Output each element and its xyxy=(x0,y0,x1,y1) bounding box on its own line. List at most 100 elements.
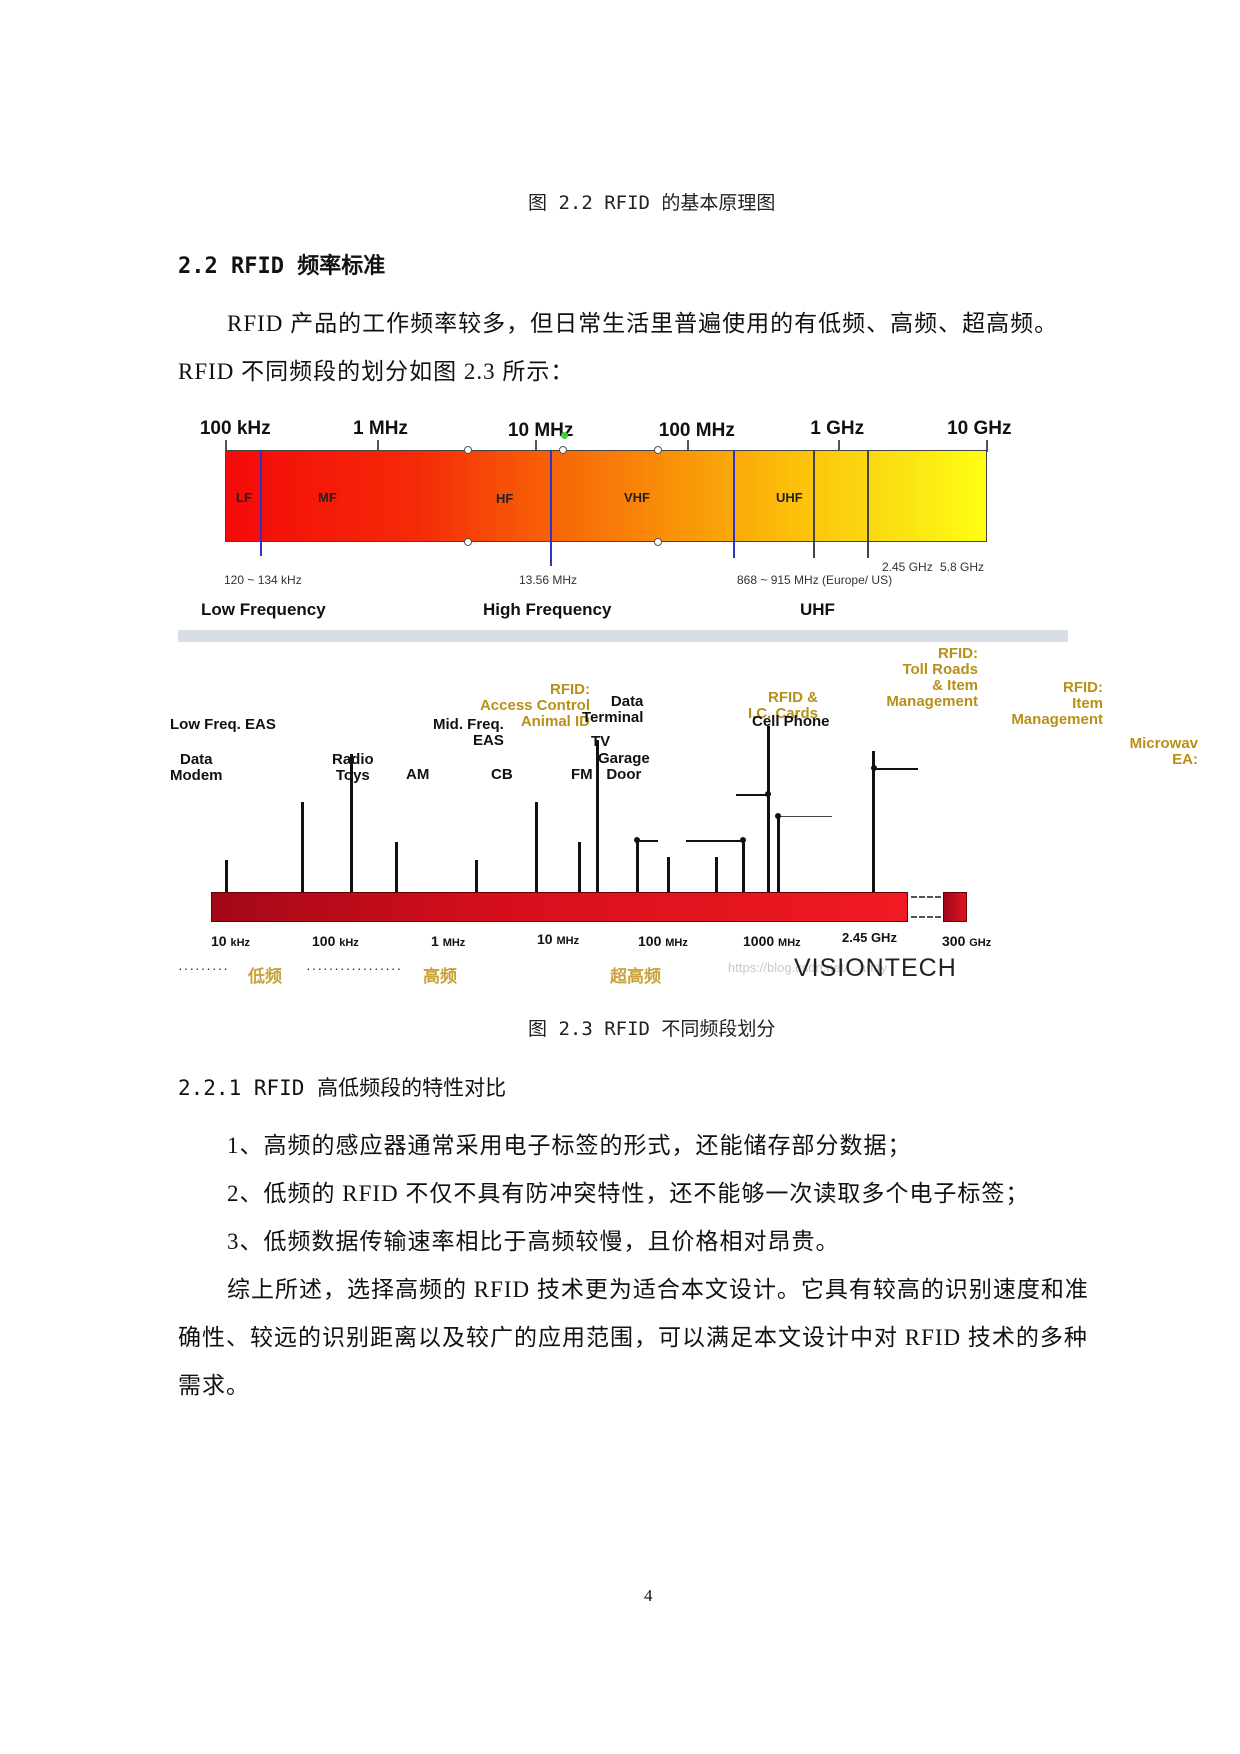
category-low-frequency: Low Frequency xyxy=(201,600,326,619)
band-label-vhf: VHF xyxy=(624,490,650,505)
pin-rfid-item xyxy=(872,751,875,892)
figure-caption: 图 2.3 RFID 不同频段划分 xyxy=(528,1018,776,1040)
freq-label-1mhz: 1 MHz xyxy=(431,933,466,949)
figure-divider xyxy=(178,630,1068,642)
rfid-item-management-label: RFID: Item Management xyxy=(1011,679,1103,728)
am-label: AM xyxy=(406,766,430,783)
list-item: 2、低频的 RFID 不仅不具有防冲突特性，还不能够一次读取多个电子标签； xyxy=(227,1181,1030,1206)
subsection-heading: 2.2.1 RFID 高低频段的特性对比 xyxy=(178,1076,507,1100)
boundary-circle xyxy=(464,446,472,454)
freq-label-100mhz: 100 MHz xyxy=(638,933,688,949)
pin-tv-right xyxy=(742,839,745,892)
tv-connector-left xyxy=(638,840,658,842)
marker-label-lf: 120 ~ 134 kHz xyxy=(224,573,302,587)
freq-label-100khz: 100 kHz xyxy=(312,933,359,949)
tick-label-1ghz: 1 GHz xyxy=(810,418,865,439)
tick-label-100khz: 100 kHz xyxy=(199,418,271,439)
intro-paragraph-line1: RFID 产品的工作频率较多，但日常生活里普遍使用的有低频、高频、超高频。 xyxy=(227,311,1059,336)
band-label-uhf: UHF xyxy=(776,490,803,505)
marker-line-uhf xyxy=(733,450,735,558)
pin-mid-freq-eas xyxy=(535,802,538,892)
rfid-toll-roads-label: RFID: Toll Roads & Item Management xyxy=(886,645,978,710)
cell-phone-label: Cell Phone xyxy=(752,713,830,730)
radio-toys-label: Radio Toys xyxy=(332,751,374,784)
tv-dot-right xyxy=(740,837,746,843)
bar-gap-dash xyxy=(911,896,941,898)
tick-mark xyxy=(986,440,988,452)
range-dots: ········· xyxy=(178,960,229,976)
low-freq-eas-label: Low Freq. EAS xyxy=(170,716,276,733)
list-item: 3、低频数据传输速率相比于高频较慢，且价格相对昂贵。 xyxy=(227,1229,840,1254)
tick-label-100mhz: 100 MHz xyxy=(658,420,735,441)
pin-tv-left xyxy=(636,839,639,892)
intro-paragraph-line2: RFID 不同频段的划分如图 2.3 所示： xyxy=(178,359,575,384)
mid-freq-eas-label: Mid. Freq. EAS xyxy=(433,716,504,749)
band-label-lf: LF xyxy=(236,490,252,505)
freq-label-10khz: 10 kHz xyxy=(211,933,251,949)
range-label-low: 低频 xyxy=(248,967,282,987)
cell-phone-dot xyxy=(775,813,781,819)
marker-line-245ghz xyxy=(813,450,815,558)
frequency-spectrum-figure: 100 kHz 1 MHz 10 MHz 100 MHz 1 GHz 10 GH… xyxy=(178,410,1068,630)
section-heading: 2.2 RFID 频率标准 xyxy=(178,254,386,279)
brand-logo-visiontech: VISIONTECH xyxy=(794,954,957,982)
marker-line-lf xyxy=(260,450,262,556)
marker-label-58ghz: 5.8 GHz xyxy=(940,560,985,574)
data-terminal-connector xyxy=(736,794,768,796)
data-modem-label: Data Modem xyxy=(170,751,223,784)
green-marker-dot xyxy=(561,432,568,439)
data-terminal-label: Data Terminal xyxy=(582,693,644,726)
marker-label-uhf: 868 ~ 915 MHz (Europe/ US) xyxy=(737,573,893,587)
tick-label-10ghz: 10 GHz xyxy=(947,418,1012,439)
marker-line-58ghz xyxy=(867,450,869,558)
tick-mark xyxy=(687,440,689,452)
tick-mark xyxy=(535,440,537,452)
tick-mark xyxy=(225,440,227,452)
band-label-mf: MF xyxy=(318,490,337,505)
frequency-bar-300ghz xyxy=(943,892,967,922)
pin-rfid-ic xyxy=(596,740,599,892)
boundary-circle xyxy=(559,446,567,454)
tick-mark xyxy=(377,440,379,452)
freq-label-10mhz: 10 MHz xyxy=(537,931,580,947)
boundary-circle xyxy=(654,446,662,454)
tick-mark xyxy=(838,440,840,452)
pin-fm xyxy=(667,857,670,892)
cb-label: CB xyxy=(491,766,513,783)
pin-garage-door xyxy=(715,857,718,892)
frequency-applications-figure: RFID: Access Control Animal ID RFID & I.… xyxy=(170,642,1198,988)
boundary-circle xyxy=(464,538,472,546)
boundary-circle xyxy=(654,538,662,546)
freq-label-300ghz: 300 GHz xyxy=(942,933,992,949)
range-label-uhf: 超高频 xyxy=(610,967,661,987)
pin-rfid-toll xyxy=(767,726,770,892)
page-number: 4 xyxy=(644,1586,653,1605)
pin-low-freq-eas xyxy=(301,802,304,892)
tv-label: TV xyxy=(591,733,611,750)
tick-label-10mhz: 10 MHz xyxy=(507,420,574,441)
rfid-access-control-label: RFID: Access Control Animal ID xyxy=(479,681,590,730)
rfid-ic-cards-label: RFID & I.C. Cards xyxy=(747,689,818,722)
watermark-url: https://blog.csdn.net/...andy xyxy=(728,960,887,975)
tick-label-1mhz: 1 MHz xyxy=(353,418,408,439)
pin-am xyxy=(475,860,478,892)
microwave-eas-label: Microwav EA: xyxy=(1129,735,1198,768)
tv-dot-left xyxy=(634,837,640,843)
frequency-bar xyxy=(211,892,908,922)
range-label-high: 高频 xyxy=(423,967,457,987)
cell-phone-connector xyxy=(778,816,832,817)
list-item: 1、高频的感应器通常采用电子标签的形式，还能储存部分数据； xyxy=(227,1133,912,1158)
pin-cell-phone xyxy=(777,816,780,892)
conclusion-line3: 需求。 xyxy=(178,1373,250,1398)
marker-label-hf: 13.56 MHz xyxy=(519,573,578,587)
marker-line-hf xyxy=(550,450,552,566)
tv-connector-right xyxy=(686,840,744,842)
marker-label-245ghz: 2.45 GHz xyxy=(882,560,933,574)
microwave-connector xyxy=(874,768,918,770)
category-uhf: UHF xyxy=(800,600,835,619)
conclusion-line2: 确性、较远的识别距离以及较广的应用范围，可以满足本文设计中对 RFID 技术的多… xyxy=(178,1325,1088,1350)
fm-label: FM xyxy=(571,766,593,783)
pin-cb xyxy=(578,842,581,892)
spectrum-band xyxy=(225,450,987,542)
data-terminal-dot xyxy=(765,791,771,797)
